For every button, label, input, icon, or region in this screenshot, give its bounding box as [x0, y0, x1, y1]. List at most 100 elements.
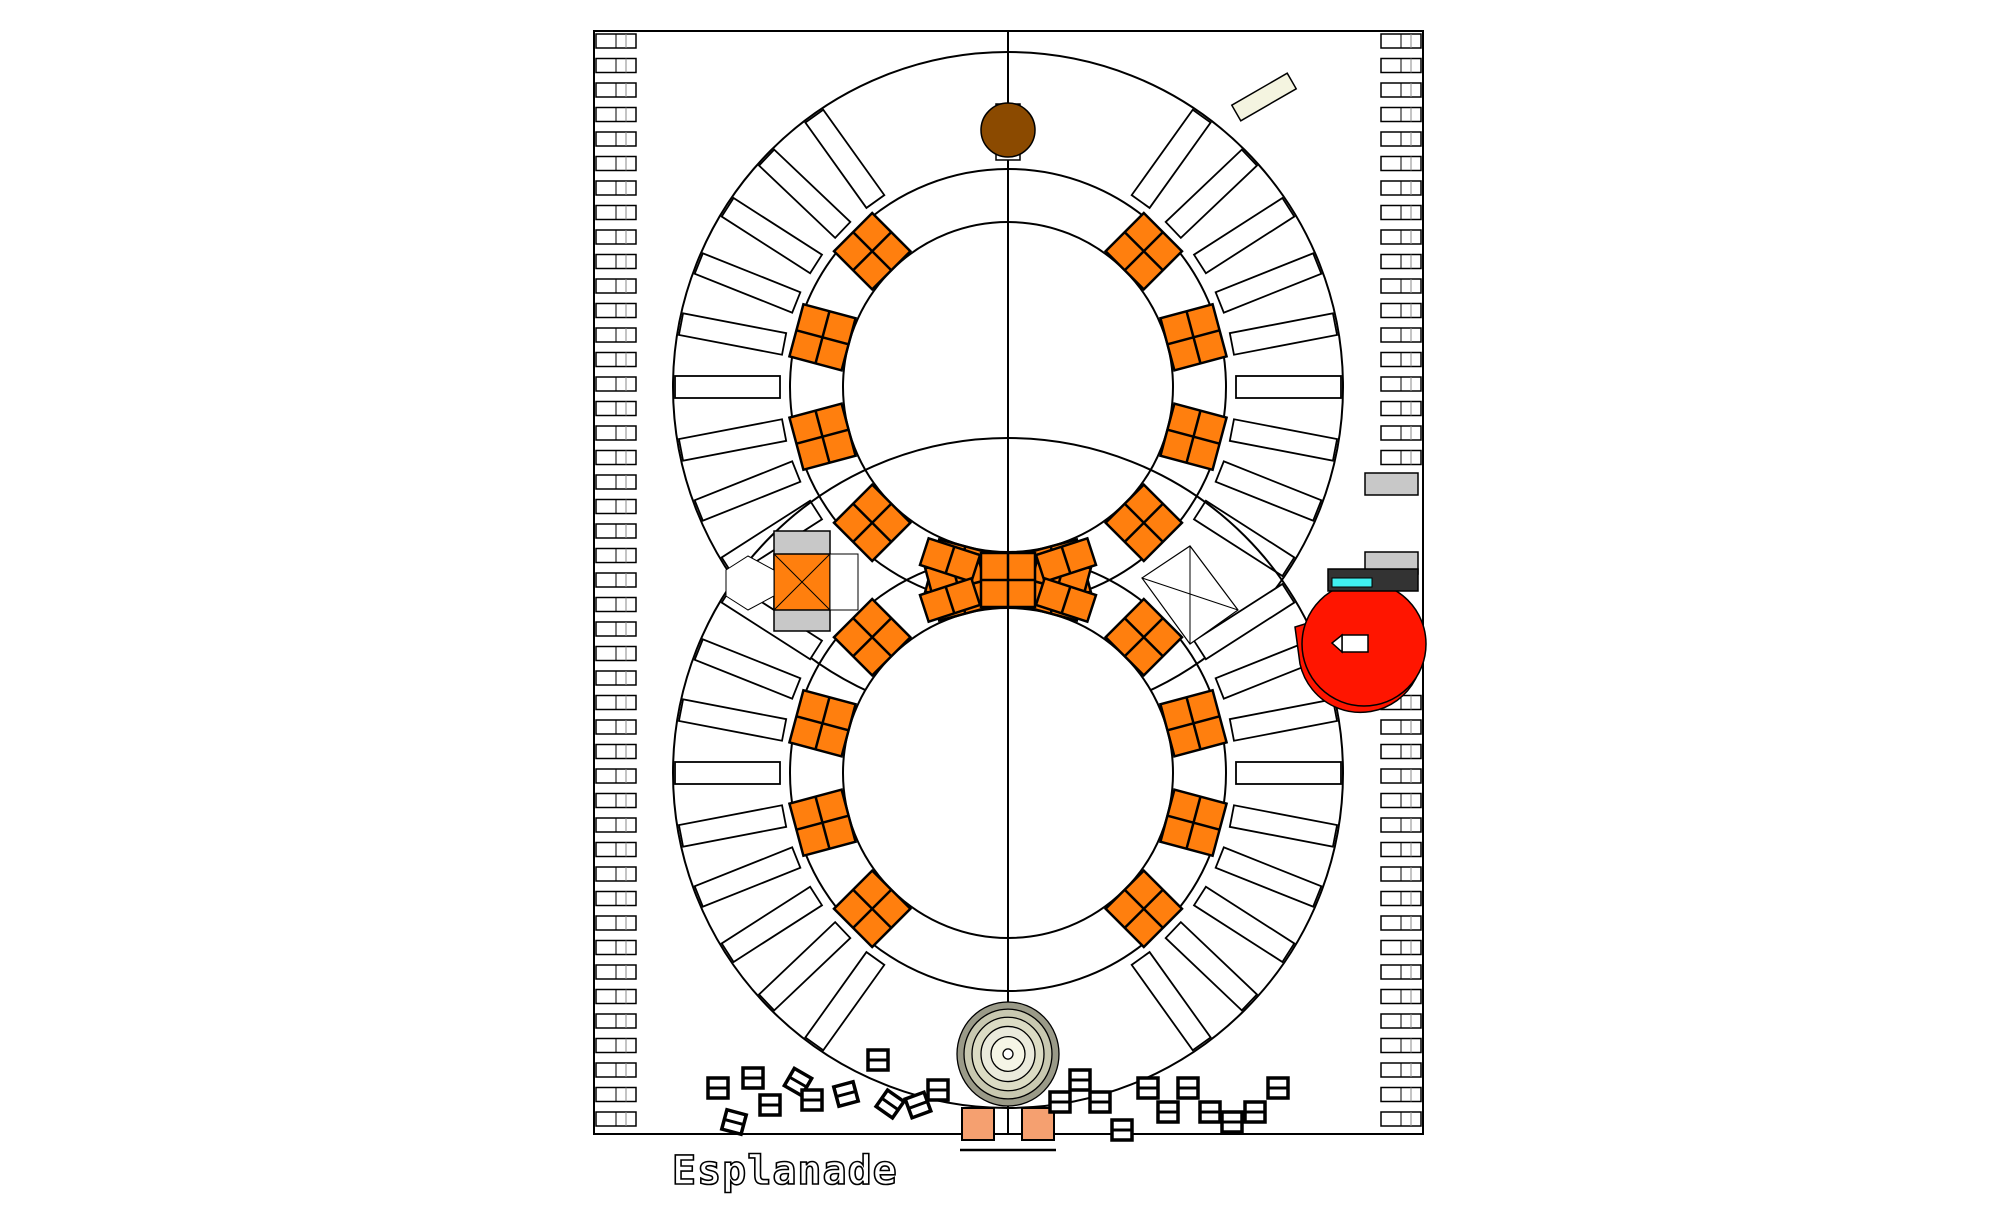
crossing-block — [918, 536, 982, 584]
seat — [1214, 460, 1323, 522]
chair-icon — [902, 1089, 934, 1121]
block-divider — [1123, 888, 1164, 929]
seat — [677, 312, 788, 356]
seat-bench — [674, 761, 781, 785]
seat — [720, 885, 824, 964]
block-divider — [814, 310, 831, 364]
orange-block — [787, 302, 858, 372]
crossing-block — [918, 576, 982, 624]
seat — [1192, 499, 1296, 578]
seat — [804, 950, 886, 1052]
block-divider — [1123, 231, 1164, 272]
seat-bench — [1130, 108, 1212, 210]
display-screen — [1331, 577, 1373, 588]
seat-bench — [677, 698, 788, 742]
block-divider — [1185, 310, 1202, 364]
seat-bench — [693, 846, 802, 908]
seat — [693, 638, 802, 700]
orange-block — [787, 688, 858, 758]
chair-icon — [866, 1048, 890, 1072]
bench-icon — [1230, 72, 1298, 122]
seat-bench — [693, 460, 802, 522]
seat — [1130, 108, 1212, 210]
seat — [1228, 804, 1339, 848]
seat — [1164, 920, 1259, 1012]
seat-bench — [693, 252, 802, 314]
orange-block — [832, 482, 913, 563]
vehicle-nose — [1330, 633, 1343, 654]
chair-icon — [719, 1107, 749, 1137]
seat — [1228, 698, 1339, 742]
seat-bench — [677, 418, 788, 462]
orange-block — [1158, 688, 1229, 758]
seat-bench — [804, 108, 886, 210]
seat-bench — [804, 950, 886, 1052]
block-divider — [1123, 617, 1164, 658]
block-divider — [814, 410, 831, 464]
stage-cross — [773, 553, 831, 611]
seat-bench — [1228, 698, 1339, 742]
chair-icon — [1110, 1118, 1134, 1142]
stage-left-wing — [829, 553, 859, 611]
block-divider — [814, 696, 831, 750]
chair-back — [908, 1100, 928, 1110]
seat-bench — [1228, 804, 1339, 848]
seat — [1235, 375, 1342, 399]
seat — [1214, 252, 1323, 314]
orange-block — [832, 211, 913, 292]
chair-icon — [1048, 1090, 1072, 1114]
seat — [1130, 950, 1212, 1052]
chair-icon — [800, 1088, 824, 1112]
orange-block — [1103, 868, 1184, 949]
chair-back — [835, 1089, 857, 1099]
seat — [720, 196, 824, 275]
seat-bench — [1164, 920, 1259, 1012]
stage-left-tent-icon — [725, 555, 775, 611]
seat-bench — [1130, 950, 1212, 1052]
chair-back — [880, 1097, 900, 1111]
seat-bench — [1192, 499, 1296, 578]
seat — [693, 460, 802, 522]
block-divider — [852, 502, 893, 543]
chair-icon — [1176, 1076, 1200, 1100]
seat — [804, 108, 886, 210]
seat — [677, 804, 788, 848]
orange-block — [832, 868, 913, 949]
seat — [1192, 885, 1296, 964]
chair-icon — [1220, 1110, 1244, 1134]
seat-bench — [720, 885, 824, 964]
orange-block — [1158, 302, 1229, 372]
seat-bench — [1214, 252, 1323, 314]
seat — [1164, 148, 1259, 240]
chair-icon — [1266, 1076, 1290, 1100]
chair-icon — [1136, 1076, 1160, 1100]
chair-icon — [1068, 1068, 1092, 1092]
seat — [1192, 196, 1296, 275]
seat-bench — [1235, 375, 1342, 399]
seat-bench — [1192, 885, 1296, 964]
chair-icon — [873, 1087, 907, 1121]
chair-icon — [1243, 1100, 1267, 1124]
orange-block — [832, 597, 913, 678]
chair-icon — [831, 1079, 861, 1109]
seat-bench — [1214, 846, 1323, 908]
seat — [757, 920, 852, 1012]
block-divider — [852, 617, 893, 658]
chair-icon — [706, 1076, 730, 1100]
orange-block — [787, 402, 858, 472]
seat-bench — [674, 375, 781, 399]
block-divider — [944, 546, 956, 574]
block-divider — [1060, 546, 1072, 574]
seat-bench — [757, 920, 852, 1012]
seat — [1214, 846, 1323, 908]
orange-block — [1158, 402, 1229, 472]
seat-bench — [677, 312, 788, 356]
seat — [693, 252, 802, 314]
block-divider — [1185, 796, 1202, 850]
orange-block — [1158, 788, 1229, 858]
chair-icon — [926, 1078, 950, 1102]
block-divider — [1123, 502, 1164, 543]
seat-bench — [693, 638, 802, 700]
seat — [674, 375, 781, 399]
